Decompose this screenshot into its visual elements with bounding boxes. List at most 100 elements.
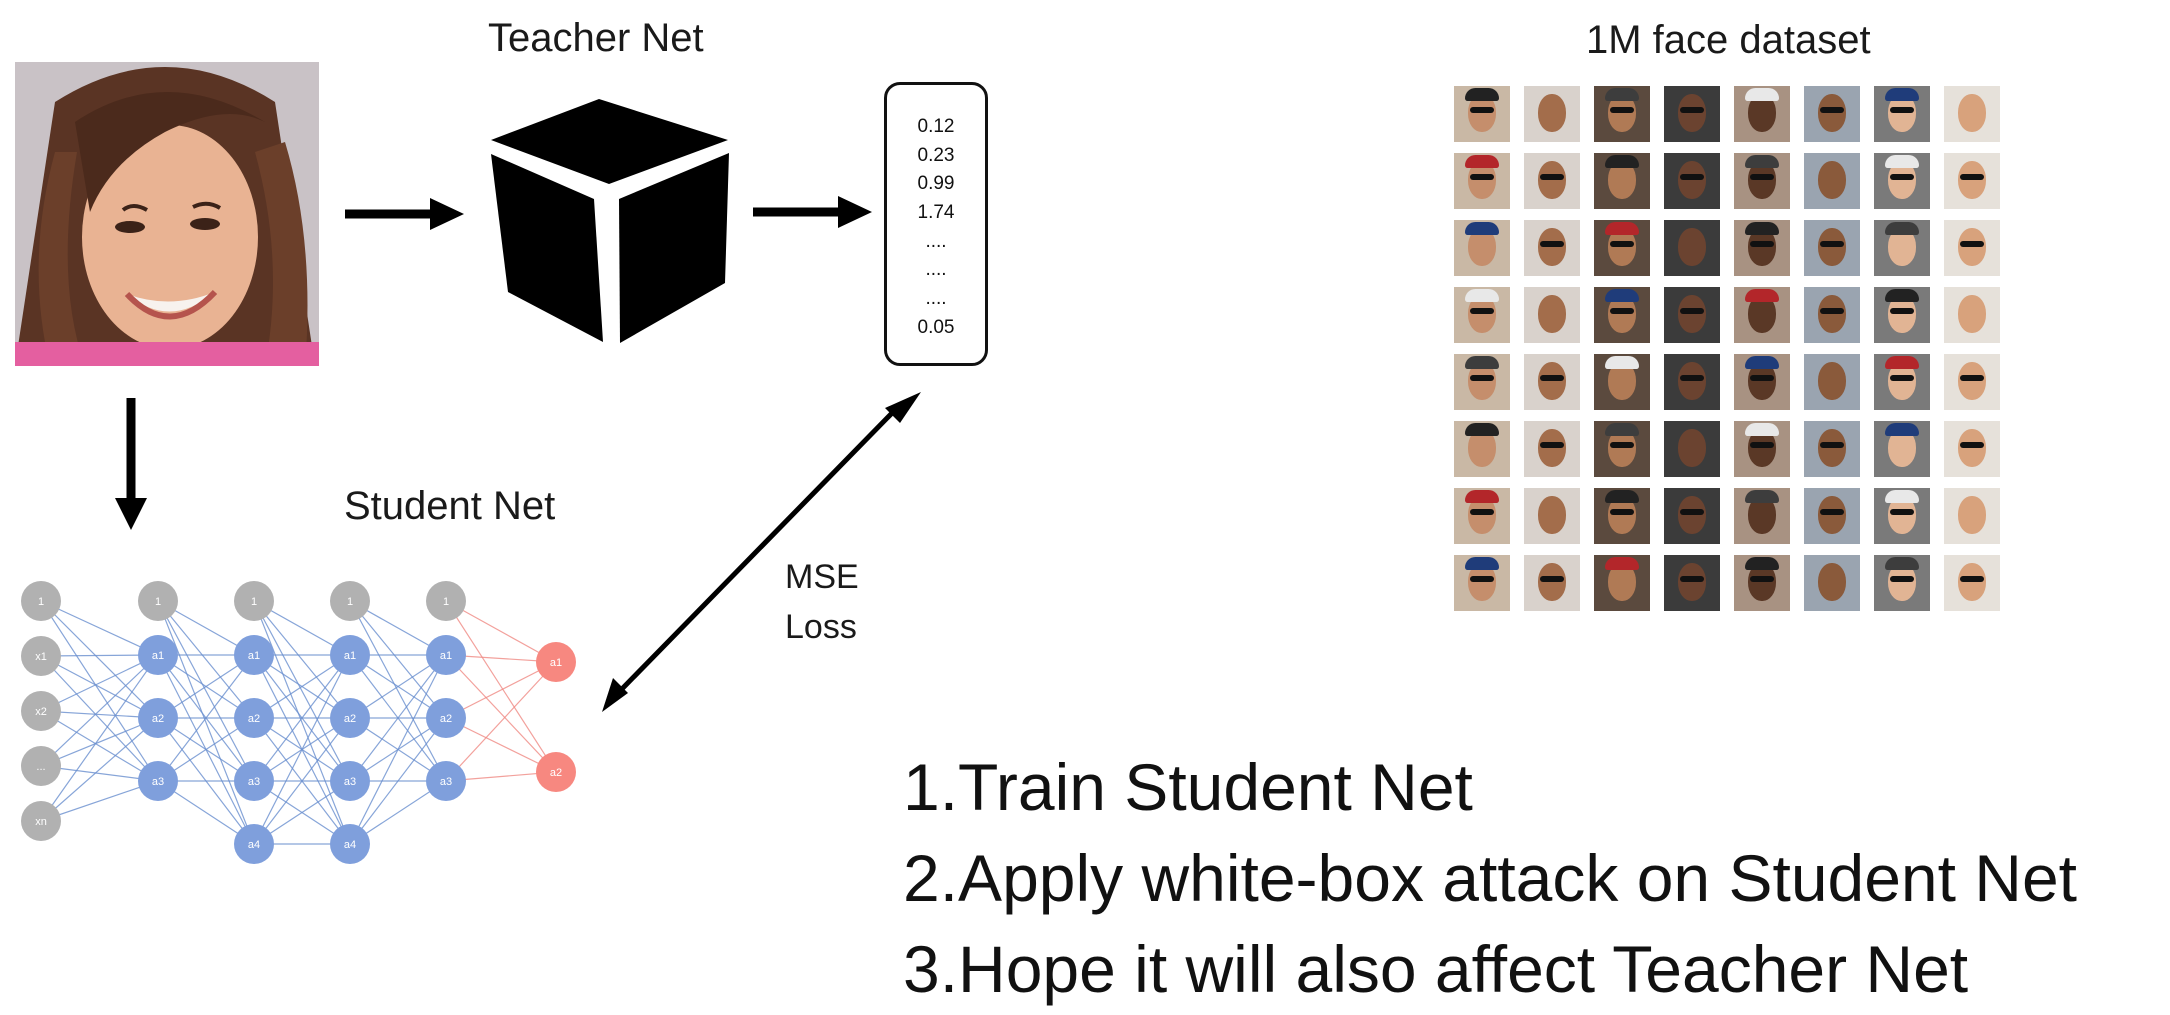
- face-thumbnail: [1594, 421, 1650, 477]
- node-label: 1: [38, 596, 44, 608]
- node-label: ...: [36, 761, 45, 773]
- network-edge: [349, 654, 447, 782]
- face-thumbnail: [1944, 287, 2000, 343]
- loss-label: Loss: [785, 608, 857, 646]
- face-thumbnail: [1664, 488, 1720, 544]
- output-value: ....: [925, 259, 947, 281]
- face-thumbnail: [1454, 153, 1510, 209]
- network-edge: [40, 600, 159, 719]
- node-label: 1: [155, 596, 161, 608]
- face-thumbnail: [1734, 86, 1790, 142]
- node-label: a3: [248, 776, 260, 788]
- hidden-node: a2: [234, 698, 274, 738]
- step-text: Hope it will also affect Teacher Net: [958, 932, 1969, 1006]
- hidden-node: a3: [426, 761, 466, 801]
- network-edge: [40, 655, 159, 782]
- node-label: xn: [35, 816, 47, 828]
- output-value: 0.23: [917, 144, 955, 166]
- step-number: 2.: [903, 841, 959, 915]
- network-edge: [445, 717, 557, 773]
- black-box-cube-icon: [491, 99, 729, 343]
- face-thumbnail: [1734, 153, 1790, 209]
- hidden-node: a2: [426, 698, 466, 738]
- face-thumbnail: [1664, 220, 1720, 276]
- node-label: a1: [440, 650, 452, 662]
- face-thumbnail: [1524, 488, 1580, 544]
- face-thumbnail: [1594, 86, 1650, 142]
- input-node: x2: [21, 691, 61, 731]
- node-label: a1: [550, 657, 562, 669]
- face-thumbnail: [1524, 555, 1580, 611]
- network-edge: [253, 654, 351, 782]
- face-thumbnail: [1594, 287, 1650, 343]
- steps-list: 1.Train Student Net 2.Apply white-box at…: [903, 742, 2077, 1015]
- node-label: a1: [344, 650, 356, 662]
- face-thumbnail: [1594, 354, 1650, 410]
- node-label: a2: [152, 713, 164, 725]
- face-thumbnail: [1734, 488, 1790, 544]
- face-thumbnail: [1664, 421, 1720, 477]
- step-number: 3.: [903, 932, 959, 1006]
- teacher-to-output-arrow: [753, 196, 872, 228]
- hidden-node: a4: [330, 824, 370, 864]
- face-thumbnail: [1944, 220, 2000, 276]
- node-label: a4: [248, 839, 260, 851]
- output-value: ....: [925, 288, 947, 310]
- mse-loss-label: MSE Loss: [785, 552, 859, 652]
- output-value: 1.74: [917, 202, 955, 224]
- node-label: x2: [35, 706, 47, 718]
- network-edge: [253, 717, 351, 845]
- node-label: a2: [550, 767, 562, 779]
- face-thumbnail: [1874, 153, 1930, 209]
- hidden-node: a2: [330, 698, 370, 738]
- hidden-node: a2: [138, 698, 178, 738]
- face-thumbnail: [1944, 421, 2000, 477]
- input-node: 1: [138, 581, 178, 621]
- face-thumbnail: [1944, 86, 2000, 142]
- step-item: 3.Hope it will also affect Teacher Net: [903, 924, 2077, 1015]
- face-thumbnail: [1594, 153, 1650, 209]
- network-edge: [40, 655, 159, 719]
- face-thumbnail: [1454, 86, 1510, 142]
- face-thumbnail: [1804, 555, 1860, 611]
- face-thumbnail: [1664, 86, 1720, 142]
- output-node: a1: [536, 642, 576, 682]
- network-edge: [349, 600, 447, 719]
- face-thumbnail: [1804, 86, 1860, 142]
- face-dataset-grid: [1454, 86, 2000, 616]
- face-thumbnail: [1804, 488, 1860, 544]
- output-value: ....: [925, 230, 947, 252]
- network-edge: [157, 600, 255, 782]
- face-photo: [15, 62, 319, 366]
- mse-label: MSE: [785, 558, 859, 596]
- network-edge: [40, 710, 159, 782]
- network-edge: [349, 717, 447, 845]
- face-thumbnail: [1734, 220, 1790, 276]
- network-edge: [40, 600, 159, 656]
- hidden-node: a1: [138, 635, 178, 675]
- face-thumbnail: [1804, 421, 1860, 477]
- hidden-node: a3: [234, 761, 274, 801]
- network-edge: [445, 661, 557, 782]
- face-thumbnail: [1874, 287, 1930, 343]
- face-thumbnail: [1874, 555, 1930, 611]
- input-node: 1: [426, 581, 466, 621]
- teacher-output-vector-box: 0.12 0.23 0.99 1.74 .... .... .... 0.05: [884, 82, 988, 366]
- node-label: 1: [251, 596, 257, 608]
- teacher-net-title: Teacher Net: [488, 16, 704, 60]
- face-thumbnail: [1664, 354, 1720, 410]
- step-number: 1.: [903, 750, 959, 824]
- step-item: 1.Train Student Net: [903, 742, 2077, 833]
- face-thumbnail: [1594, 220, 1650, 276]
- node-label: a2: [248, 713, 260, 725]
- network-edge: [40, 717, 159, 822]
- input-node: ...: [21, 746, 61, 786]
- face-thumbnail: [1524, 287, 1580, 343]
- student-net-title: Student Net: [344, 484, 556, 528]
- hidden-node: a1: [234, 635, 274, 675]
- network-edge: [157, 600, 255, 719]
- face-thumbnail: [1874, 86, 1930, 142]
- face-thumbnail: [1664, 153, 1720, 209]
- network-edge: [349, 600, 447, 782]
